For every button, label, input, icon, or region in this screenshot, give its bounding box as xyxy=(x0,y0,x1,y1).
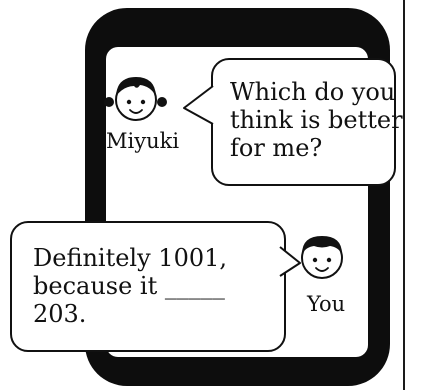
miyuki-bubble-tail xyxy=(183,85,214,125)
you-bubble-tail xyxy=(279,246,301,277)
miyuki-name-label: Miyuki xyxy=(106,129,180,153)
miyuki-face-icon xyxy=(104,77,167,121)
miyuki-speech-line: Which do you xyxy=(230,78,396,106)
miyuki-speech-line: think is better xyxy=(230,106,403,134)
you-face-icon xyxy=(301,236,343,279)
you-speech-line: Definitely 1001, xyxy=(33,244,228,272)
miyuki-speech-bubble xyxy=(211,58,396,186)
miyuki-speech-line: for me? xyxy=(230,134,323,162)
you-speech-line: 203. xyxy=(33,300,87,328)
you-speech-line: because it _____ xyxy=(33,272,225,300)
you-speech-bubble xyxy=(10,221,286,352)
miyuki-speech-text: Which do you think is better for me? xyxy=(230,78,403,162)
you-name-label: You xyxy=(307,292,346,316)
you-speech-text: Definitely 1001, because it _____ 203. xyxy=(33,244,227,328)
margin-line xyxy=(403,0,405,390)
